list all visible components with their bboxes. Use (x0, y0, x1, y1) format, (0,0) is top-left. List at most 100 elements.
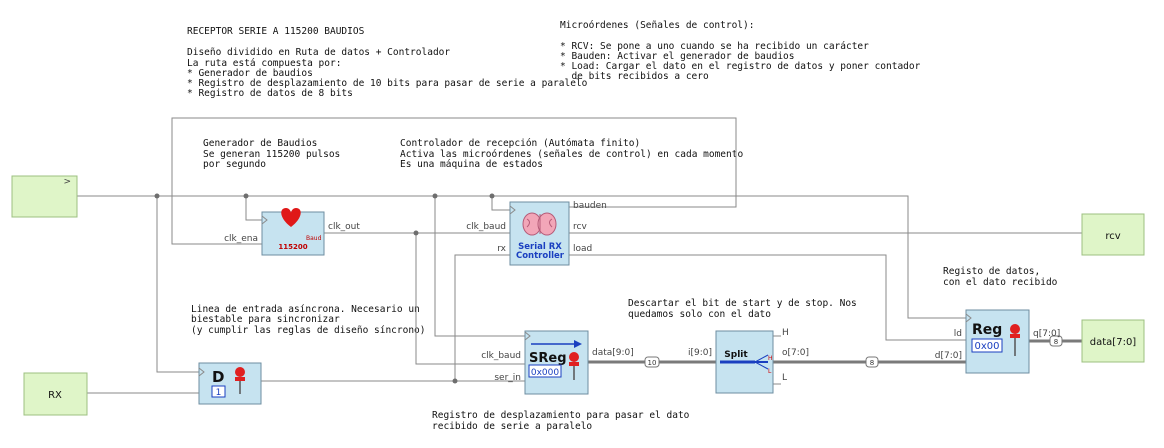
junction-dot (489, 193, 495, 199)
pin-rx: rx (497, 244, 506, 254)
pin-i: i[9:0] (688, 348, 712, 358)
pin-load: load (573, 244, 592, 254)
bauden-wire (171, 117, 737, 245)
micro-line: * Load: Cargar el dato en el registro de… (560, 61, 921, 72)
dff-init-box (211, 385, 226, 398)
header-line: Diseño dividido en Ruta de datos + Contr… (187, 47, 450, 58)
pin-ser-in: ser_in (494, 373, 521, 383)
header-line: RECEPTOR SERIE A 115200 BAUDIOS (187, 26, 365, 37)
serial-rx-controller-block[interactable]: Serial RX Controller clk_baud rx bauden … (466, 201, 607, 266)
clock-triangle-icon (965, 313, 972, 323)
bus-width-sreg-split: 10 (644, 356, 660, 368)
pin-d: d[7:0] (935, 351, 962, 361)
d-flipflop-block[interactable]: D 1 (198, 362, 262, 405)
svg-text:10: 10 (648, 359, 657, 367)
dff-to-rx-wire (454, 254, 510, 381)
split-mark-h: H (768, 355, 773, 362)
registro-desp-line: Registro de desplazamiento para pasar el… (432, 410, 690, 421)
header-line: * Registro de desplazamiento de 10 bits … (187, 78, 588, 89)
clock-triangle-icon (509, 205, 516, 215)
junction-dot (452, 378, 458, 384)
dff-title: D (212, 368, 224, 386)
microordenes-note: Microórdenes (Señales de control): * RCV… (560, 20, 921, 82)
controlador-note: Controlador de recepción (Autómata finit… (400, 138, 743, 170)
pin-bauden: bauden (573, 201, 607, 211)
baud-generator-block[interactable]: Baud 115200 clk_ena clk_out (224, 208, 360, 256)
clk-to-sreg-wire (434, 196, 525, 337)
header-line: * Registro de datos de 8 bits (187, 88, 353, 99)
data-output-port[interactable]: data[7:0] (1081, 319, 1145, 363)
split-fan-icon (720, 354, 769, 370)
pin-ld: ld (954, 329, 962, 339)
registro-datos-line: con el dato recibido (943, 277, 1058, 288)
clock-triangle-icon (198, 367, 205, 377)
split-block[interactable]: Split H L i[9:0] H o[7:0] L (688, 328, 809, 394)
clock-triangle-icon (524, 331, 531, 341)
rx-input-port[interactable]: RX (23, 372, 88, 416)
micro-line: * Bauden: Activar el generador de baudio… (560, 51, 795, 62)
controlador-line: Activa las microórdenes (señales de cont… (400, 149, 743, 160)
dff-init: 1 (216, 388, 222, 398)
linea-line: Linea de entrada asíncrona. Necesario un (191, 304, 420, 315)
controller-title-2: Controller (516, 251, 565, 261)
split-mark-l: L (768, 368, 772, 375)
linea-line: biestable para sincronizar (191, 314, 340, 325)
pin-clk-out: clk_out (328, 222, 360, 232)
pushpin-icon (235, 367, 245, 394)
junction-dot (413, 230, 419, 236)
reg-title: Reg (972, 322, 1002, 338)
clk-to-baud-wire (245, 196, 262, 221)
bus-width-split-reg: 8 (865, 356, 879, 368)
generador-line: Generador de Baudios (203, 138, 317, 149)
clock-symbol: > (63, 177, 71, 187)
junction-dot (243, 193, 249, 199)
registro-desp-line: recibido de serie a paralelo (432, 421, 592, 432)
descartar-note: Descartar el bit de start y de stop. Nos… (628, 298, 857, 320)
pin-clk-ena: clk_ena (224, 234, 258, 244)
junction-dot (432, 193, 438, 199)
pin-clk-baud: clk_baud (481, 351, 521, 361)
registro-datos-note: Registo de datos, con el dato recibido (943, 266, 1058, 288)
clk-to-dff-wire (156, 196, 199, 373)
svg-text:8: 8 (870, 359, 874, 367)
descartar-line: quedamos solo con el dato (628, 309, 771, 320)
rx-label: RX (48, 390, 62, 401)
descartar-line: Descartar el bit de start y de stop. Nos (628, 298, 857, 309)
generador-note: Generador de Baudios Se generan 115200 p… (203, 138, 340, 170)
sreg-init-box (528, 364, 562, 378)
controller-title-1: Serial RX (518, 242, 562, 252)
registro-datos-line: Registo de datos, (943, 266, 1040, 277)
data-label: data[7:0] (1090, 337, 1137, 348)
header-note: RECEPTOR SERIE A 115200 BAUDIOS Diseño d… (187, 26, 588, 99)
data-register-block[interactable]: Reg 0x00 ld d[7:0] q[7:0] (935, 309, 1060, 374)
pushpin-icon (569, 352, 579, 380)
linea-note: Linea de entrada asíncrona. Necesario un… (191, 304, 426, 336)
clk-baud-sreg-wire (415, 233, 525, 365)
generador-line: por segundo (203, 159, 266, 170)
pin-clk-baud: clk_baud (466, 222, 506, 232)
split-title: Split (724, 350, 748, 360)
pin-rcv: rcv (573, 222, 587, 232)
clk-to-ctrl-wire (491, 196, 510, 211)
junction-dot (154, 193, 160, 199)
controlador-line: Controlador de recepción (Autómata finit… (400, 138, 640, 149)
pushpin-icon (1010, 324, 1020, 356)
micro-line: * RCV: Se pone a uno cuando se ha recibi… (560, 41, 869, 52)
wires (77, 117, 1082, 394)
linea-line: (y cumplir las reglas de diseño síncrono… (191, 325, 426, 336)
reg-init: 0x00 (974, 341, 999, 352)
registro-desp-note: Registro de desplazamiento para pasar el… (432, 410, 690, 432)
sreg-init: 0x000 (531, 368, 560, 378)
rcv-label: rcv (1105, 231, 1120, 242)
rcv-output-port[interactable]: rcv (1081, 213, 1145, 256)
controlador-line: Es una máquina de estados (400, 159, 543, 170)
shift-register-block[interactable]: SReg 0x000 clk_baud ser_in data[9:0] (481, 330, 634, 395)
pin-q: q[7:0] (1033, 329, 1060, 339)
clock-input-port[interactable]: > (11, 175, 78, 218)
pin-o: o[7:0] (782, 348, 809, 358)
micro-line: Microórdenes (Señales de control): (560, 20, 754, 31)
sreg-title: SReg (529, 351, 567, 366)
pin-h: H (782, 328, 789, 338)
generador-line: Se generan 115200 pulsos (203, 149, 340, 160)
